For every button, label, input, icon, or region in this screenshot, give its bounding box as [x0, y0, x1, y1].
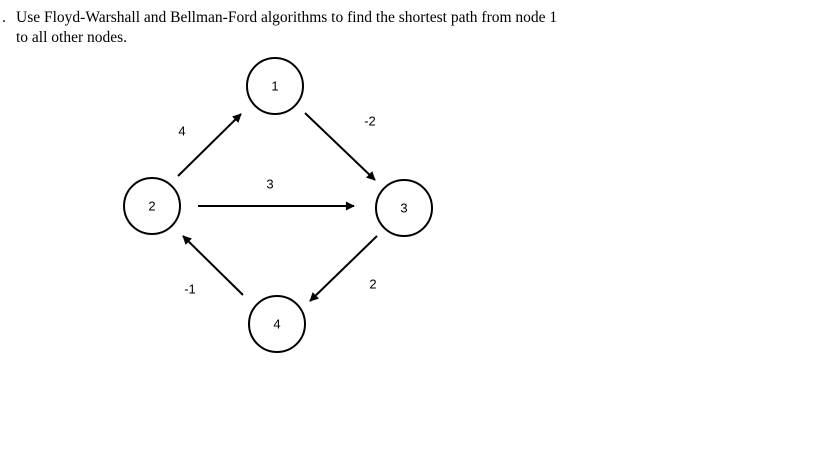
- edge-2-3: 3: [198, 177, 355, 211]
- node-label: 3: [400, 201, 407, 216]
- node-label: 4: [273, 317, 280, 332]
- edge-arrow: [182, 235, 244, 296]
- nodes: 1 2 3 4: [123, 57, 433, 353]
- edge-2-1: 4: [177, 113, 242, 177]
- edge-arrow: [177, 113, 242, 177]
- node-label: 1: [271, 79, 278, 94]
- edge-weight-label: -2: [364, 114, 376, 129]
- node-circle: [123, 177, 181, 235]
- edge-weight-label: 3: [266, 177, 273, 192]
- edge-weight-label: -1: [184, 282, 196, 297]
- question-line-2: to all other nodes.: [16, 29, 128, 46]
- node-2: 2: [123, 177, 181, 235]
- edge-4-2: -1: [182, 235, 244, 297]
- edge-1-3: -2: [304, 112, 376, 181]
- node-1: 1: [246, 57, 304, 115]
- node-circle: [246, 57, 304, 115]
- node-label: 2: [148, 199, 155, 214]
- question-text: . Use Floyd-Warshall and Bellman-Ford alg…: [2, 8, 602, 48]
- edge-arrow: [304, 112, 376, 181]
- question-number: .: [2, 9, 6, 26]
- edge-weight-label: 2: [369, 277, 376, 292]
- question-line-1: Use Floyd-Warshall and Bellman-Ford algo…: [16, 9, 558, 26]
- node-4: 4: [248, 295, 306, 353]
- edge-arrow: [309, 235, 378, 302]
- edge-weight-label: 4: [178, 124, 185, 139]
- edge-3-4: 2: [309, 235, 378, 302]
- node-3: 3: [375, 179, 433, 237]
- node-circle: [248, 295, 306, 353]
- node-circle: [375, 179, 433, 237]
- edges: 4 -2 3 2 -1: [177, 112, 378, 302]
